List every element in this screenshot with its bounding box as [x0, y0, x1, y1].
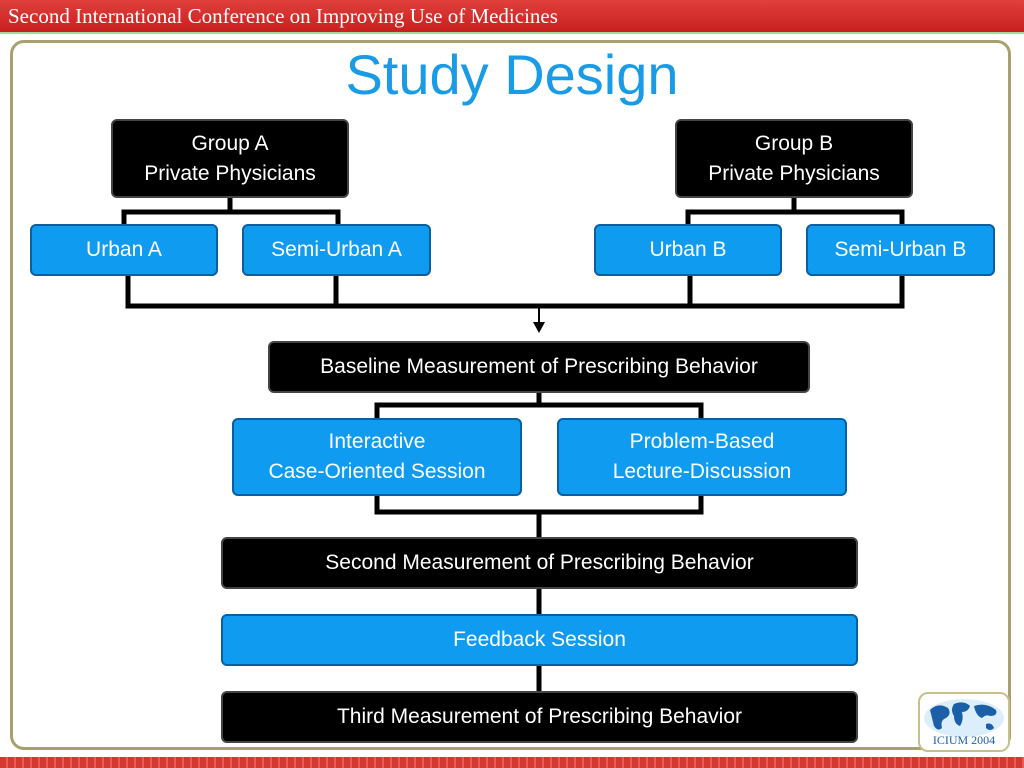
- header-bar: Second International Conference on Impro…: [0, 0, 1024, 34]
- second-measurement-box: Second Measurement of Prescribing Behavi…: [221, 537, 858, 589]
- slide-title: Study Design: [345, 43, 679, 106]
- logo-text: ICIUM 2004: [932, 733, 996, 747]
- globe-icon: [924, 699, 1004, 737]
- baseline-measurement-box: Baseline Measurement of Prescribing Beha…: [268, 341, 810, 393]
- urban-b-box: Urban B: [594, 224, 782, 276]
- group-a-box: Group A Private Physicians: [111, 119, 349, 198]
- urban-a-box: Urban A: [30, 224, 218, 276]
- third-measurement-box: Third Measurement of Prescribing Behavio…: [221, 691, 858, 743]
- icium-logo: ICIUM 2004: [918, 692, 1010, 752]
- group-b-box: Group B Private Physicians: [675, 119, 913, 198]
- feedback-session-box: Feedback Session: [221, 614, 858, 666]
- header-title: Second International Conference on Impro…: [8, 4, 558, 28]
- semi-urban-b-box: Semi-Urban B: [806, 224, 995, 276]
- problem-based-box: Problem-Based Lecture-Discussion: [557, 418, 847, 496]
- footer-bar: [0, 757, 1024, 768]
- semi-urban-a-box: Semi-Urban A: [242, 224, 431, 276]
- interactive-session-box: Interactive Case-Oriented Session: [232, 418, 522, 496]
